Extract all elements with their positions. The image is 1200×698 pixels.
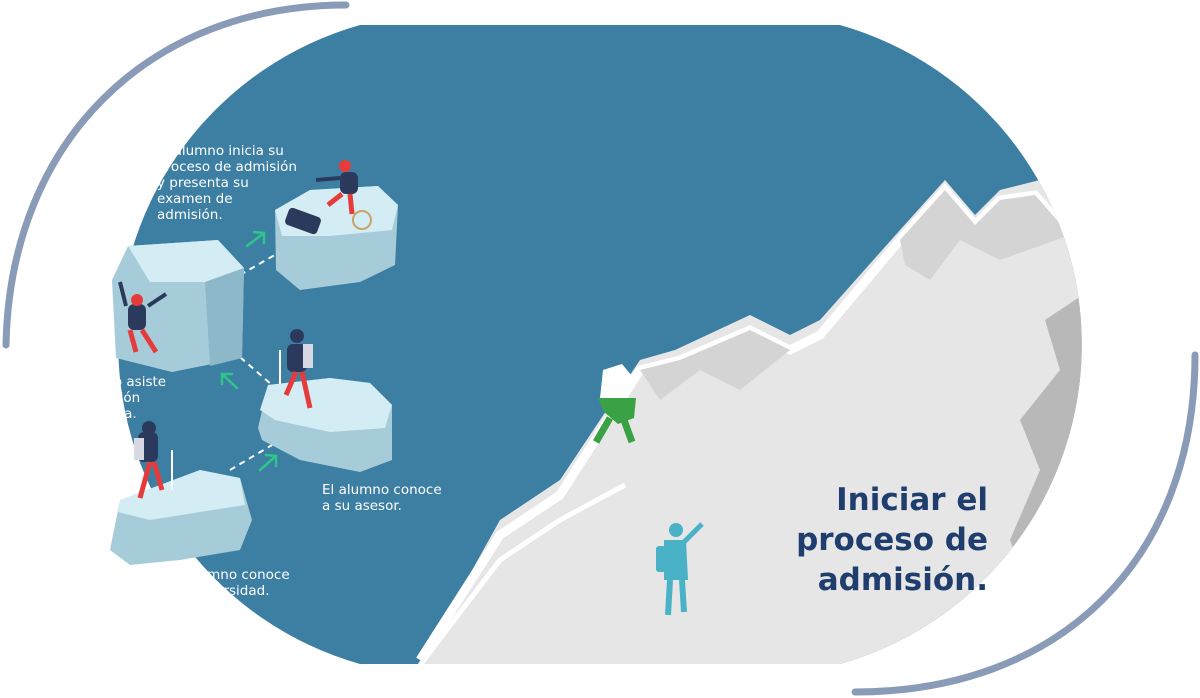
frame-arc-bottom-right <box>851 351 1199 696</box>
arrow-up-right-icon <box>245 230 266 248</box>
ice-block-step3 <box>258 378 392 472</box>
climber-step4 <box>285 160 372 235</box>
arrow-up-right-icon <box>258 453 278 472</box>
step3-label: El alumno conoce a su asesor. <box>322 482 442 514</box>
step-connectors <box>229 251 281 471</box>
climber-teal-pointing <box>656 522 704 616</box>
step2-label: El alumno asiste a una sesión informativ… <box>55 374 167 422</box>
climber-green <box>592 364 636 444</box>
ice-block-step1 <box>110 470 252 565</box>
step1-label: El alumno conoce la universidad. <box>170 567 290 599</box>
backpack-icon <box>285 207 321 235</box>
climber-step2 <box>118 281 168 354</box>
climber-step1 <box>134 421 173 499</box>
mountain-ridge-highlight <box>416 183 1074 663</box>
connector-1-2 <box>229 444 273 471</box>
page-title: Iniciar el proceso de admisión. <box>796 482 988 598</box>
frame-arc-top-left <box>2 1 350 349</box>
step4-label: El alumno inicia su proceso de admisión … <box>157 143 297 223</box>
rope-coil-icon <box>352 210 372 230</box>
progress-arrows <box>220 230 278 472</box>
mountain-facet-lower <box>640 330 790 400</box>
mountain-facet <box>900 190 1070 280</box>
arrow-up-left-icon <box>220 372 239 390</box>
mountain-body <box>400 180 1082 664</box>
climber-step3 <box>279 329 313 409</box>
mountain-snow-line <box>418 482 627 664</box>
connector-3-4 <box>239 251 281 276</box>
